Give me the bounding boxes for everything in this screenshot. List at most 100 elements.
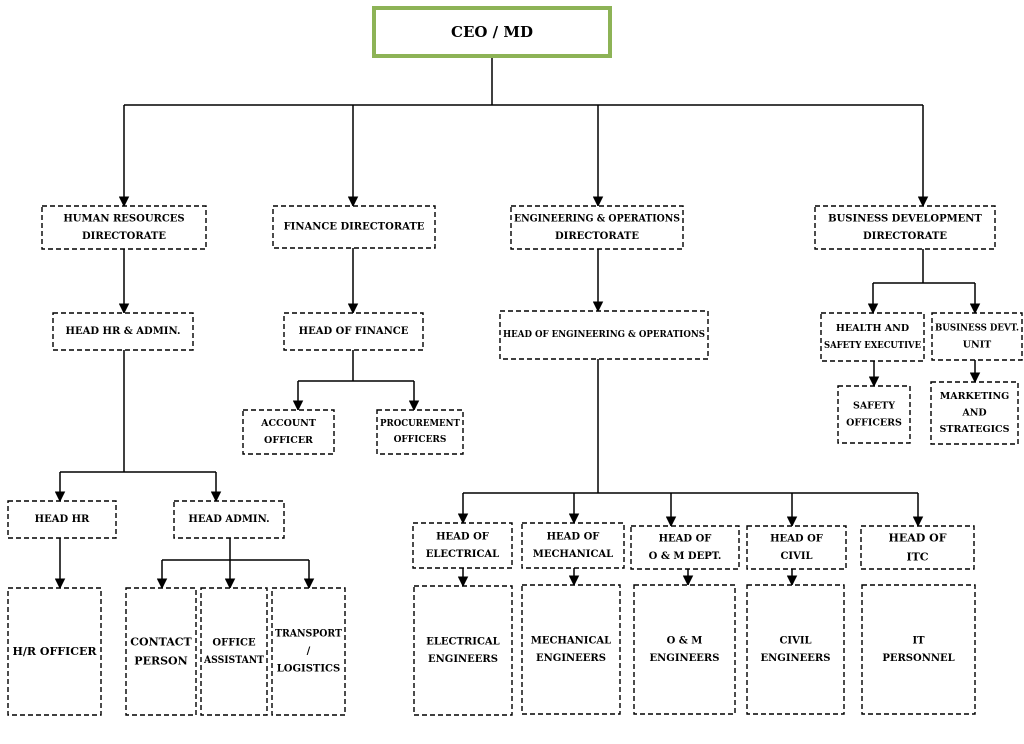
node-label: ELECTRICAL	[426, 549, 499, 560]
node-office-assistant: OFFICE ASSISTANT	[200, 587, 268, 716]
box	[820, 312, 925, 362]
box	[7, 587, 102, 716]
node-label: HEAD HR	[35, 514, 90, 525]
box	[7, 500, 117, 539]
node-label: HEALTH AND	[836, 323, 909, 334]
node-mechanical-engineers: MECHANICAL ENGINEERS	[521, 584, 621, 715]
node-bdu: BUSINESS DEVT. UNIT	[931, 312, 1023, 361]
node-label: UNIT	[963, 339, 991, 350]
node-fin-dir: FINANCE DIRECTORATE	[272, 205, 436, 249]
node-label: HEAD ADMIN.	[188, 514, 269, 525]
node-label: HEAD OF	[888, 531, 946, 544]
node-label: MECHANICAL	[531, 635, 611, 646]
box	[814, 205, 996, 250]
node-label: OFFICER	[264, 435, 313, 446]
node-head-finance: HEAD OF FINANCE	[283, 312, 424, 351]
node-bd-dir: BUSINESS DEVELOPMENT DIRECTORATE	[814, 205, 996, 250]
box	[861, 584, 976, 715]
node-label: ACCOUNT	[260, 418, 316, 429]
node-label: CIVIL	[779, 635, 811, 646]
node-head-hr-admin: HEAD HR & ADMIN.	[52, 312, 194, 351]
node-label: ELECTRICAL	[426, 636, 499, 647]
box	[242, 409, 335, 455]
node-label: IT	[912, 635, 925, 646]
box	[521, 522, 625, 569]
node-label: ENGINEERS	[536, 653, 606, 664]
node-head-hr: HEAD HR	[7, 500, 117, 539]
node-label: ASSISTANT	[203, 655, 264, 666]
node-label: TRANSPORT	[275, 629, 343, 640]
node-label: PERSON	[134, 655, 187, 668]
node-boxes: CEO / MD HUMAN RESOURCES DIRECTORATE FINANC…	[7, 6, 1023, 716]
node-label: MARKETING	[940, 391, 1010, 402]
node-label: H/R OFFICER	[12, 645, 97, 658]
box	[499, 310, 709, 360]
node-label: DIRECTORATE	[863, 231, 947, 242]
node-it-personnel: IT PERSONNEL	[861, 584, 976, 715]
node-label: PERSONNEL	[882, 653, 954, 664]
node-hr-officer: H/R OFFICER	[7, 587, 102, 716]
node-label: ITC	[906, 551, 928, 564]
node-label: HEAD OF FINANCE	[299, 326, 409, 337]
node-head-eng-ops: HEAD OF ENGINEERING & OPERATIONS	[499, 310, 709, 360]
node-head-electrical: HEAD OF ELECTRICAL	[412, 522, 513, 569]
node-label: HEAD OF	[770, 533, 823, 544]
box	[931, 312, 1023, 361]
box	[200, 587, 268, 716]
box	[283, 312, 424, 351]
node-label: O & M DEPT.	[649, 551, 722, 562]
node-label: /	[307, 646, 311, 657]
box	[930, 381, 1019, 445]
node-label: ENGINEERS	[428, 654, 498, 665]
node-label: PROCUREMENT	[380, 419, 460, 429]
node-label: DIRECTORATE	[82, 231, 166, 242]
node-label: STRATEGICS	[940, 424, 1010, 435]
box	[271, 587, 346, 716]
box	[746, 584, 845, 715]
node-eng-dir: ENGINEERING & OPERATIONS DIRECTORATE	[510, 205, 684, 250]
node-label: OFFICE	[212, 637, 256, 648]
box	[860, 525, 975, 570]
box	[837, 385, 911, 444]
node-label: OFFICERS	[846, 417, 902, 428]
node-label: HUMAN RESOURCES	[63, 213, 184, 224]
node-label: HEAD OF	[547, 531, 600, 542]
node-label: MECHANICAL	[533, 549, 613, 560]
node-label: ENGINEERING & OPERATIONS	[514, 213, 680, 224]
box	[41, 205, 207, 250]
box	[376, 409, 464, 455]
node-head-admin: HEAD ADMIN.	[173, 500, 285, 539]
node-label: BUSINESS DEVT.	[935, 323, 1019, 334]
node-label: HEAD OF	[436, 531, 489, 542]
node-head-civil: HEAD OF CIVIL	[746, 525, 847, 570]
node-label: DIRECTORATE	[555, 231, 639, 242]
node-account-officer: ACCOUNT OFFICER	[242, 409, 335, 455]
node-procurement-officers: PROCUREMENT OFFICERS	[376, 409, 464, 455]
node-label: HEAD HR & ADMIN.	[66, 326, 181, 337]
box	[412, 522, 513, 569]
node-label: CIVIL	[780, 551, 812, 562]
node-label: FINANCE DIRECTORATE	[284, 222, 425, 233]
node-transport: TRANSPORT/LOGISTICS	[271, 587, 346, 716]
node-head-itc: HEAD OF ITC	[860, 525, 975, 570]
node-label: HEAD OF	[659, 533, 712, 544]
node-label: BUSINESS DEVELOPMENT	[828, 213, 982, 224]
box	[510, 205, 684, 250]
node-head-mechanical: HEAD OF MECHANICAL	[521, 522, 625, 569]
node-label: O & M	[667, 635, 703, 646]
node-label: ENGINEERS	[761, 653, 831, 664]
node-label: CEO / MD	[451, 23, 533, 41]
box	[521, 584, 621, 715]
node-hse: HEALTH AND SAFETY EXECUTIVE	[820, 312, 925, 362]
connector-lines	[54, 56, 981, 590]
node-label: SAFETY EXECUTIVE	[824, 340, 921, 351]
node-label: HEAD OF ENGINEERING & OPERATIONS	[503, 330, 705, 340]
box	[630, 525, 740, 570]
node-label: OFFICERS	[394, 435, 447, 445]
box	[52, 312, 194, 351]
node-head-om: HEAD OF O & M DEPT.	[630, 525, 740, 570]
